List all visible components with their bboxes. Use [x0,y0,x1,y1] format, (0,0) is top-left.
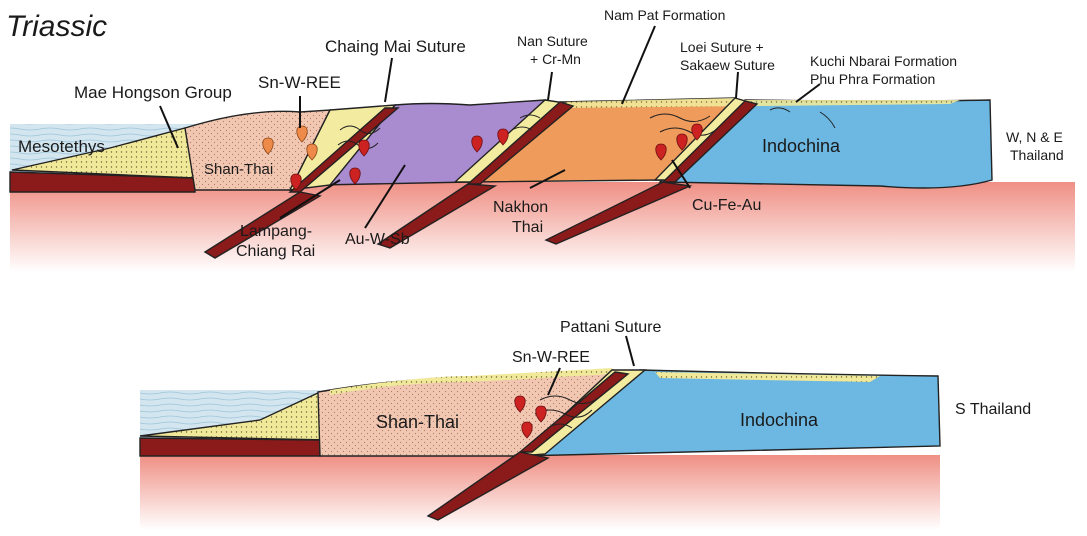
label-kuchi: Kuchi Nbarai Formation [810,53,957,69]
label-lampang: Lampang- [240,223,312,240]
label-chiang-rai: Chiang Rai [236,243,315,260]
bottom-oceanic-crust [140,438,320,456]
label-cu-fe-au: Cu-Fe-Au [692,197,761,214]
label-sn-w-ree: Sn-W-REE [258,73,341,92]
label-nakhon: Nakhon [493,199,548,216]
label-indochina-bottom: Indochina [740,410,819,430]
label-phu-phra: Phu Phra Formation [810,71,935,87]
label-sakaew-suture: Sakaew Suture [680,57,775,73]
label-region-top-2: Thailand [1010,147,1064,163]
label-sn-w-ree-bottom: Sn-W-REE [512,349,590,366]
label-nan-suture: Nan Suture [517,33,588,49]
top-panel: Triassic Mesotethys Mae Hongson Group Sn… [6,7,1075,272]
label-indochina-top: Indochina [762,136,841,156]
label-loei-suture: Loei Suture + [680,39,764,55]
bottom-mantle [140,455,940,530]
label-region-top-1: W, N & E [1006,129,1063,145]
label-shan-thai-bottom: Shan-Thai [376,412,459,432]
label-thai: Thai [512,219,543,236]
label-au-w-sb: Au-W-Sb [345,231,410,248]
diagram-title: Triassic [6,10,107,43]
label-chiang-mai-suture: Chaing Mai Suture [325,37,466,56]
label-mae-hongson: Mae Hongson Group [74,83,232,102]
label-nan-suture-cr-mn: + Cr-Mn [530,51,581,67]
bottom-panel: Pattani Suture Sn-W-REE Shan-Thai Indoch… [140,319,1031,530]
label-nam-pat: Nam Pat Formation [604,7,725,23]
label-shan-thai-top: Shan-Thai [204,161,273,178]
label-s-thailand: S Thailand [955,401,1031,418]
label-pattani-suture: Pattani Suture [560,319,662,336]
label-mesotethys: Mesotethys [18,137,105,156]
